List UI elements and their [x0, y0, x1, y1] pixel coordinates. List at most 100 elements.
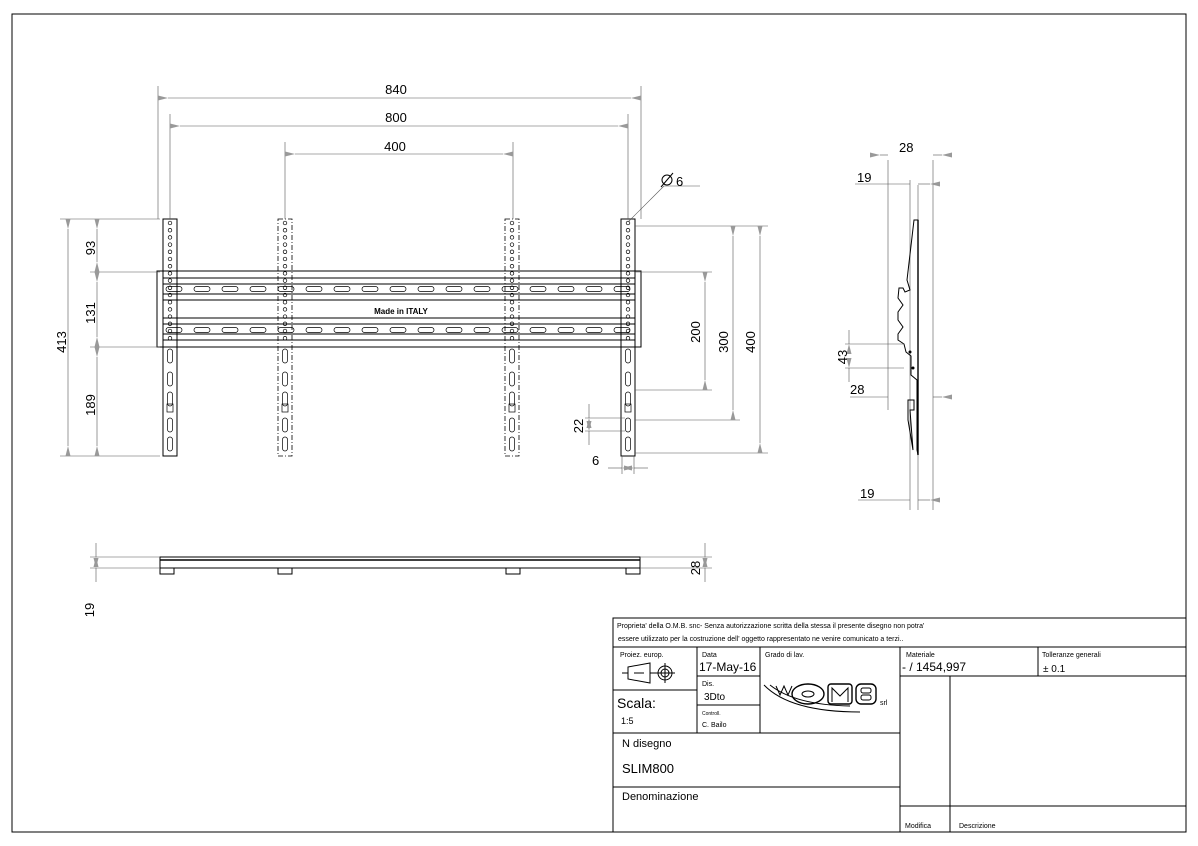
- rail-slot: [389, 327, 407, 333]
- mount-hole: [282, 321, 288, 326]
- mount-hole: [167, 292, 173, 298]
- rail-slot: [445, 327, 463, 333]
- rail-slot: [305, 286, 323, 292]
- mount-slot: [282, 417, 288, 433]
- strip-outline: [162, 218, 178, 457]
- mount-hole: [509, 242, 515, 247]
- rail-slot: [165, 327, 183, 333]
- mount-hole: [509, 336, 515, 341]
- mount-slot: [625, 371, 631, 387]
- mount-hole: [625, 321, 631, 326]
- rail-slot: [305, 327, 323, 333]
- rail-slot: [529, 327, 547, 333]
- square-slot: [281, 403, 289, 413]
- mount-hole: [509, 264, 515, 269]
- mount-slot: [282, 391, 288, 407]
- svg-text:400: 400: [384, 139, 406, 154]
- side-dims: 28 19 43 28 19: [835, 140, 952, 503]
- svg-text:Denominazione: Denominazione: [622, 791, 698, 803]
- rail-slot: [445, 286, 463, 292]
- rail-slot: [585, 286, 603, 292]
- mount-hole: [509, 307, 515, 312]
- vertical-strips: [162, 218, 636, 457]
- rail-slot: [193, 327, 211, 333]
- mount-slot: [509, 348, 515, 364]
- mount-hole: [625, 220, 631, 226]
- dim-22: 22: [571, 404, 625, 445]
- svg-text:43: 43: [835, 350, 850, 364]
- svg-text:Scala:: Scala:: [617, 695, 656, 711]
- svg-text:19: 19: [857, 170, 871, 185]
- strip-outline: [504, 218, 520, 457]
- svg-text:Controll.: Controll.: [702, 711, 721, 717]
- mount-hole: [625, 256, 631, 262]
- svg-text:413: 413: [54, 331, 69, 353]
- made-in-italy-marking: Made in ITALY: [374, 307, 428, 316]
- mount-hole: [509, 285, 515, 290]
- rail-slot: [361, 327, 379, 333]
- square-slot: [166, 403, 174, 413]
- rail-slot: [165, 286, 183, 292]
- rail-slot: [249, 327, 267, 333]
- mount-hole: [167, 278, 173, 283]
- mount-slot: [167, 436, 173, 452]
- dim-6: 6: [592, 453, 648, 474]
- mount-hole: [167, 220, 173, 226]
- rail-slots: [165, 286, 631, 333]
- mount-slot: [625, 348, 631, 364]
- front-view: Made in ITALY 840 800 400 6 413: [54, 82, 768, 474]
- mount-hole: [167, 300, 173, 305]
- svg-text:C. Bailo: C. Bailo: [702, 722, 727, 729]
- mount-hole: [282, 235, 288, 240]
- rail-slot: [473, 327, 491, 333]
- svg-text:Descrizione: Descrizione: [959, 823, 996, 830]
- vertical-strip: [277, 218, 293, 457]
- mount-hole: [282, 256, 288, 262]
- mount-slot: [509, 371, 515, 387]
- mount-hole: [625, 271, 631, 276]
- mount-hole: [167, 242, 173, 247]
- sheet-border: [11, 13, 1187, 833]
- vertical-strip: [620, 218, 636, 457]
- rail-slot: [557, 286, 575, 292]
- rail-slot: [221, 286, 239, 292]
- mount-hole: [167, 249, 173, 254]
- svg-text:28: 28: [688, 561, 703, 575]
- svg-text:Dis.: Dis.: [702, 681, 714, 688]
- strip-outline: [620, 218, 636, 457]
- svg-text:800: 800: [385, 110, 407, 125]
- dim-vesa: 200 300 400: [635, 225, 768, 454]
- vertical-strip: [162, 218, 178, 457]
- mount-hole: [509, 314, 515, 319]
- rail-slot: [585, 327, 603, 333]
- svg-text:Materiale: Materiale: [906, 652, 935, 659]
- dim-413: 413: [54, 218, 160, 457]
- mount-hole: [509, 328, 515, 334]
- mount-hole: [625, 264, 631, 269]
- svg-text:200: 200: [688, 321, 703, 343]
- mount-hole: [282, 314, 288, 319]
- dim-93-131-189: 93 131 189: [83, 219, 160, 456]
- mount-slot: [167, 417, 173, 433]
- rail-slot: [557, 327, 575, 333]
- mount-hole: [625, 336, 631, 341]
- svg-text:Modifica: Modifica: [905, 823, 931, 830]
- mount-hole: [625, 328, 631, 334]
- title-block: Proprieta' della O.M.B. snc- Senza autor…: [612, 617, 1187, 833]
- omb-logo: srl: [763, 683, 888, 713]
- mount-slot: [509, 417, 515, 433]
- vertical-strip: [504, 218, 520, 457]
- svg-text:N disegno: N disegno: [622, 738, 672, 750]
- rail-slot: [613, 286, 631, 292]
- svg-text:1:5: 1:5: [621, 716, 634, 726]
- mount-hole: [167, 307, 173, 312]
- rail-slot: [193, 286, 211, 292]
- svg-text:6: 6: [676, 174, 683, 189]
- rail-slot: [501, 286, 519, 292]
- svg-text:28: 28: [899, 140, 913, 155]
- svg-text:189: 189: [83, 394, 98, 416]
- mount-hole: [282, 328, 288, 334]
- dim-400-horizontal: 400: [284, 139, 514, 219]
- drawing-number: SLIM800: [622, 761, 674, 776]
